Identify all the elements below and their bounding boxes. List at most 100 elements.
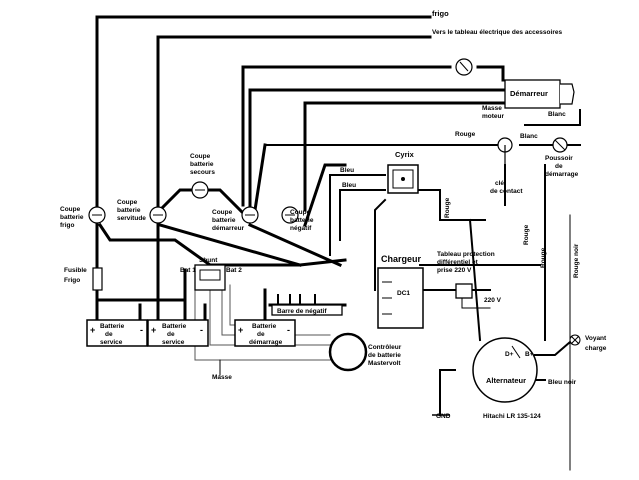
wire-neg-bar-ties xyxy=(277,294,316,306)
label-frigo-1: Coupe xyxy=(60,206,81,213)
label-fusible-1: Fusible xyxy=(64,267,87,274)
label-tableau-2: différentiel et xyxy=(437,259,479,266)
label-masse-2: moteur xyxy=(482,113,505,120)
label-negatif-3: négatif xyxy=(290,225,312,232)
voltmeter xyxy=(455,58,473,76)
demarreur-label: Démarreur xyxy=(510,89,548,98)
alternateur-label: Alternateur xyxy=(486,376,526,385)
batt3-minus: - xyxy=(287,325,290,335)
batt3-plus: + xyxy=(238,325,243,335)
label-masse-1: Masse xyxy=(482,105,502,112)
wire-diag-2 xyxy=(158,223,302,267)
label-voyant-1: Voyant xyxy=(585,335,607,342)
label-negatif-2: batterie xyxy=(290,217,314,224)
label-rouge-v2: Rouge xyxy=(523,224,530,245)
switch-poussoir xyxy=(552,137,568,153)
label-secours-2: batterie xyxy=(190,161,214,168)
fusible-frigo xyxy=(92,267,103,291)
label-demarreur-3: démarreur xyxy=(212,225,245,232)
switch-cle xyxy=(497,137,513,175)
alt-dplus: D+ xyxy=(505,351,514,358)
label-demarreur-1: Coupe xyxy=(212,209,233,216)
batt3-label-a: Batterie xyxy=(252,323,277,330)
prise-220v xyxy=(455,283,473,299)
gnd-label: GND xyxy=(436,413,451,420)
label-controleur-1: Contrôleur xyxy=(368,344,402,351)
label-frigo-3: frigo xyxy=(60,222,74,229)
demarreur-component: Démarreur xyxy=(504,79,575,109)
label-bleu-2: Bleu xyxy=(342,182,356,189)
label-negatif-1: Coupe xyxy=(290,209,311,216)
chargeur-dc: DC1 xyxy=(397,290,410,297)
label-fusible-2: Frigo xyxy=(64,277,80,284)
label-bat1: Bat 1 xyxy=(180,267,196,274)
wire-cyrix-out xyxy=(416,189,486,221)
wires-main xyxy=(95,15,581,471)
label-controleur-2: de batterie xyxy=(368,352,401,359)
wire-voltmeter-right xyxy=(476,65,505,82)
batterie-service-1: + - Batterie de service xyxy=(86,319,148,347)
batt1-label-b: de xyxy=(105,331,113,338)
label-cle-2: de contact xyxy=(490,188,523,195)
label-servitude-1: Coupe xyxy=(117,199,138,206)
alt-bplus: B+ xyxy=(525,351,534,358)
label-tableau-1: Tableau protection xyxy=(437,251,495,258)
label-vers-tableau: Vers le tableau électrique des accessoir… xyxy=(432,29,562,36)
batt2-label-a: Batterie xyxy=(162,323,187,330)
label-masse-ground: Masse xyxy=(212,374,232,381)
label-blanc-mid: Blanc xyxy=(520,133,538,140)
label-servitude-2: batterie xyxy=(117,207,141,214)
wire-voyant xyxy=(534,340,572,356)
label-220v: 220 V xyxy=(484,297,502,304)
batt1-plus: + xyxy=(90,325,95,335)
batt2-label-b: de xyxy=(167,331,175,338)
wire-monitor-1 xyxy=(194,289,331,361)
batterie-demarrage: + - Batterie de démarrage xyxy=(234,319,296,347)
batt1-label-a: Batterie xyxy=(100,323,125,330)
label-poussoir-1: Poussoir xyxy=(545,155,573,162)
wire-alt-ground xyxy=(439,369,456,416)
wire-blanc-top xyxy=(524,109,581,126)
wire-diag-1 xyxy=(97,222,347,267)
voyant-charge xyxy=(569,334,581,346)
barre-negatif-label: Barre de négatif xyxy=(277,308,327,315)
label-controleur-3: Mastervolt xyxy=(368,360,401,367)
voltmeter-needle-icon xyxy=(459,61,469,72)
label-rouge-top: Rouge xyxy=(455,131,476,138)
alternateur: Alternateur D+ B+ xyxy=(472,337,538,403)
chargeur-box: Chargeur DC1 xyxy=(377,254,424,329)
label-frigo: frigo xyxy=(432,9,449,18)
label-secours-1: Coupe xyxy=(190,153,211,160)
labels: frigo Vers le tableau électrique des acc… xyxy=(60,9,607,420)
label-poussoir-2: de xyxy=(555,163,563,170)
wire-220-neutral xyxy=(461,298,491,309)
label-bat2: Bat 2 xyxy=(226,267,242,274)
label-rouge-v1: Rouge xyxy=(444,197,451,218)
switch-negatif xyxy=(281,206,299,224)
label-hitachi: Hitachi LR 135-124 xyxy=(483,413,541,420)
label-frigo-2: batterie xyxy=(60,214,84,221)
label-bleu-noir: Bleu noir xyxy=(548,379,577,386)
label-bleu-1: Bleu xyxy=(340,167,354,174)
switch-demarreur xyxy=(241,206,259,224)
label-voyant-2: charge xyxy=(585,345,607,352)
shunt: Shunt xyxy=(194,257,226,291)
cyrix-relay xyxy=(387,164,419,194)
label-rouge-noir: Rouge noir xyxy=(573,243,580,278)
wire-secours-2 xyxy=(253,143,267,212)
switch-frigo xyxy=(88,206,106,224)
batt3-label-c: démarrage xyxy=(249,339,283,346)
batt3-label-b: de xyxy=(257,331,265,338)
label-tableau-3: prise 220 V xyxy=(437,267,472,274)
label-poussoir-3: démarrage xyxy=(545,171,579,178)
barre-negatif: Barre de négatif xyxy=(271,304,343,316)
switch-servitude xyxy=(149,206,167,224)
wire-negatif xyxy=(303,163,347,227)
batt1-label-c: service xyxy=(100,339,123,346)
wire-monitor-4 xyxy=(229,284,261,326)
batt2-label-c: service xyxy=(162,339,185,346)
switch-secours xyxy=(191,181,209,199)
wire-diag-3 xyxy=(248,223,342,267)
wire-rouge-alt xyxy=(468,218,482,342)
